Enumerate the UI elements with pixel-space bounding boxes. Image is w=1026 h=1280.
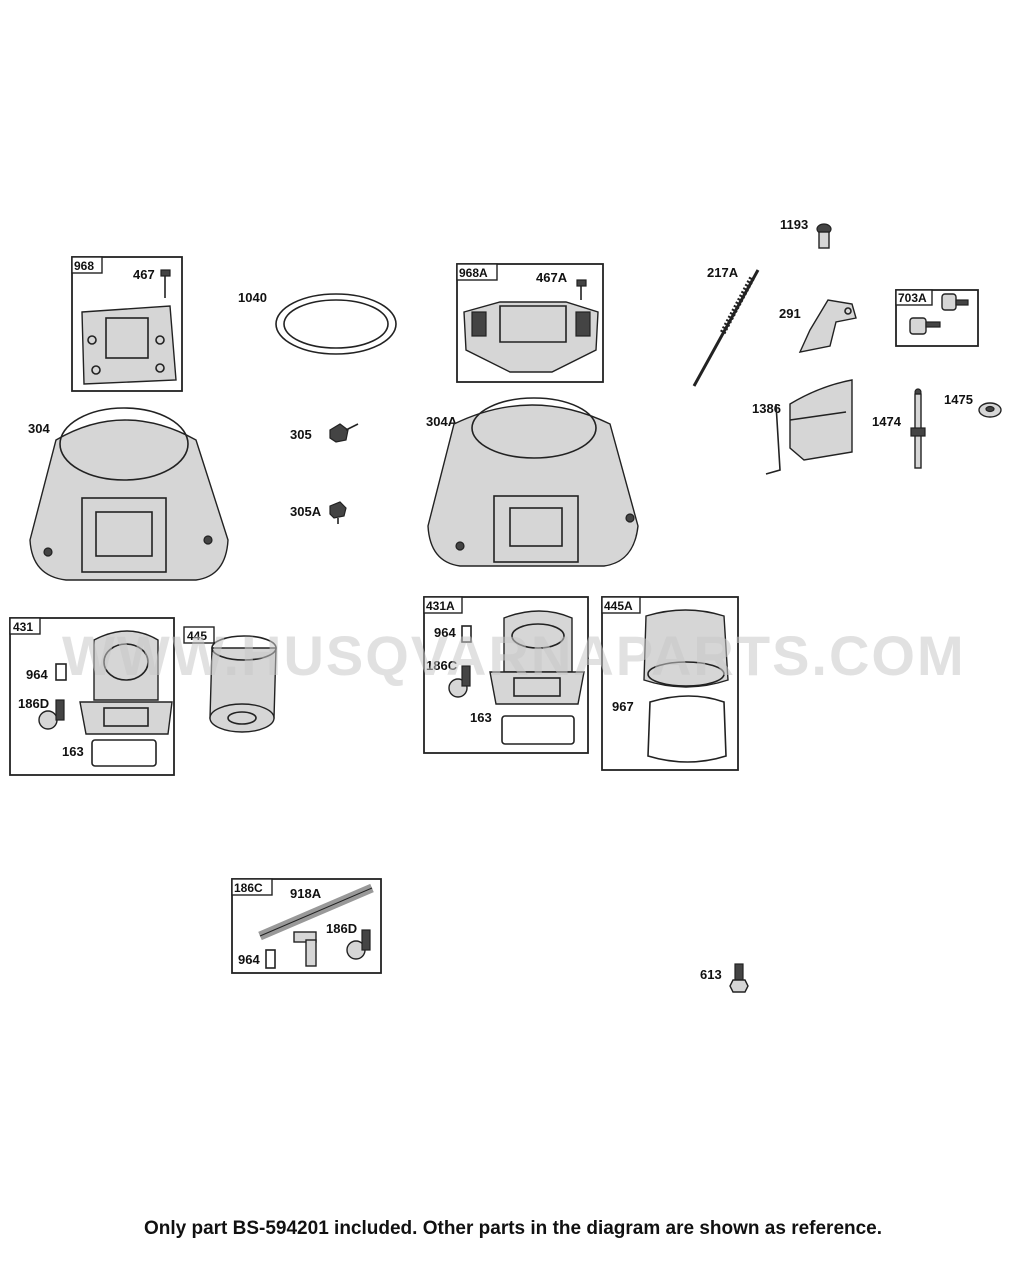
bolt-305A-icon — [329, 501, 347, 524]
group-431A: 431A 964 186C 163 — [423, 596, 589, 754]
governor-spring-217A-icon — [692, 269, 760, 387]
label-964-a: 964 — [26, 667, 48, 682]
footer-note: Only part BS-594201 included. Other part… — [143, 1218, 883, 1239]
label-304A: 304A — [426, 414, 458, 429]
label-186D-a: 186D — [18, 696, 49, 711]
elbow-186C-icon — [448, 665, 471, 698]
cover-968A-icon — [463, 301, 599, 373]
group-703A: 703A — [895, 289, 979, 347]
blower-housing-304-icon — [29, 407, 229, 581]
label-291: 291 — [779, 306, 801, 321]
elbow-186Db-icon — [346, 929, 371, 960]
label-1193: 1193 — [780, 217, 808, 232]
nut-1475-icon — [978, 402, 1002, 418]
seal-ring-1040-icon — [275, 293, 397, 355]
label-305: 305 — [290, 427, 312, 442]
label-186C-a: 186C — [426, 658, 458, 673]
label-964-b: 964 — [434, 625, 456, 640]
watermark: WWW.HUSQVARNAPARTS.COM — [62, 624, 966, 687]
bolt-613-icon — [729, 963, 749, 993]
label-431: 431 — [13, 620, 33, 634]
label-1474: 1474 — [872, 414, 902, 429]
label-217A: 217A — [707, 265, 739, 280]
label-1386: 1386 — [752, 401, 781, 416]
gasket-163-icon — [91, 739, 157, 767]
label-445: 445 — [187, 629, 207, 643]
seal-964c-icon — [265, 949, 276, 969]
bolt-467A-icon — [576, 279, 587, 300]
hose-918A-icon — [258, 883, 374, 941]
label-1040: 1040 — [238, 290, 267, 305]
label-163-b: 163 — [470, 710, 492, 725]
label-186D-b: 186D — [326, 921, 357, 936]
shield-1386-icon — [765, 379, 853, 475]
cover-968-icon — [81, 305, 177, 385]
bolt-305-icon — [329, 423, 359, 443]
group-445A: 445A 967 — [601, 596, 739, 771]
bolt-467-icon — [160, 269, 171, 298]
group-968: 968 467 — [71, 256, 183, 392]
label-964-c: 964 — [238, 952, 260, 967]
gasket-163b-icon — [501, 715, 575, 745]
pin-1474-icon — [910, 388, 926, 469]
label-163-a: 163 — [62, 744, 84, 759]
label-467A: 467A — [536, 270, 568, 285]
label-431A: 431A — [426, 599, 455, 613]
label-186C: 186C — [234, 881, 263, 895]
bracket-291-icon — [798, 299, 857, 353]
label-967: 967 — [612, 699, 634, 714]
pre-cleaner-967-icon — [647, 695, 727, 763]
label-467: 467 — [133, 267, 155, 282]
label-1475: 1475 — [944, 392, 973, 407]
group-431: 431 964 186D 163 — [9, 617, 175, 776]
label-613: 613 — [700, 967, 722, 982]
group-186C: 186C 918A 186D 964 — [231, 878, 382, 974]
label-305A: 305A — [290, 504, 322, 519]
air-cleaner-base-431-icon — [79, 630, 173, 735]
elbow-186D-icon — [38, 699, 65, 730]
air-filter-445-icon — [209, 635, 277, 733]
bolt-1193-icon — [816, 223, 832, 249]
seal-964-icon — [55, 663, 67, 681]
clip-703A-icon — [909, 293, 969, 335]
label-968A: 968A — [459, 266, 488, 280]
seal-964b-icon — [461, 625, 472, 643]
air-filter-445A-icon — [643, 609, 729, 688]
air-cleaner-base-431A-icon — [489, 610, 585, 705]
label-703A: 703A — [898, 291, 927, 305]
label-968: 968 — [74, 259, 94, 273]
blower-housing-304A-icon — [427, 397, 639, 567]
label-445A: 445A — [604, 599, 633, 613]
group-968A: 968A 467A — [456, 263, 604, 383]
elbow-fitting-icon — [293, 931, 317, 967]
label-918A: 918A — [290, 886, 322, 901]
label-304: 304 — [28, 421, 50, 436]
